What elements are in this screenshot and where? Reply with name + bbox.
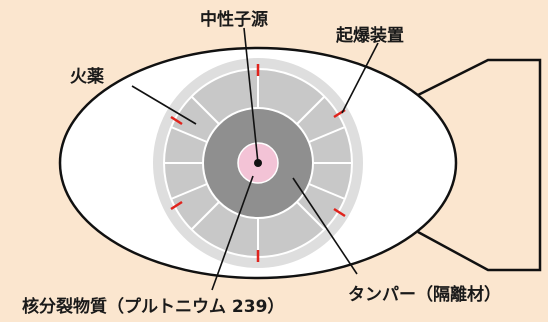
tail-fin [417,58,542,272]
explosive-leader [131,85,197,125]
detonator-leader [341,42,379,114]
explosive-label: 火薬 [70,67,104,87]
detonator-label: 起爆装置 [335,25,404,46]
neutron-source-label: 中性子源 [200,9,268,30]
neutron-source-leader [243,27,259,164]
leader-lines [131,27,379,291]
tamper-leader [292,177,358,275]
lens-segment-dividers [164,69,352,257]
fissile-leader [211,175,254,291]
tamper-label: タンパー（隔離材） [348,284,501,305]
fissile-material-label: 核分裂物質（プルトニウム 239） [22,296,284,317]
